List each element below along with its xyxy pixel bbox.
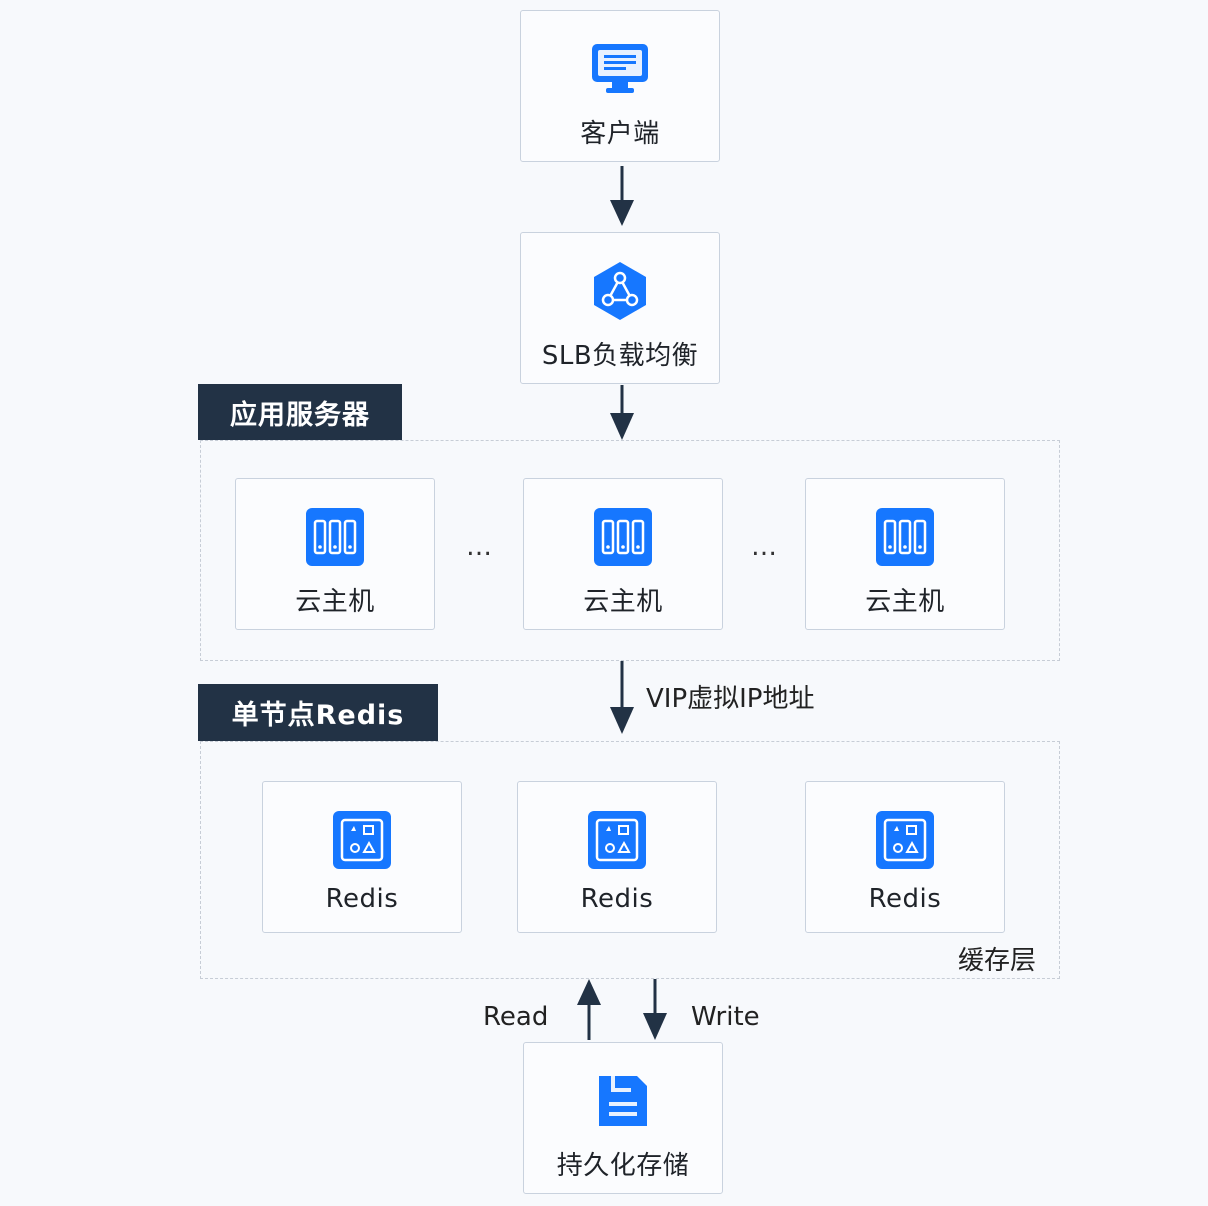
cloud-host-label: 云主机: [865, 587, 945, 617]
redis-group: [200, 741, 1060, 979]
client-box: 客户端: [520, 10, 720, 162]
redis-label: Redis: [868, 884, 942, 914]
client-label: 客户端: [580, 119, 660, 149]
ellipsis-1: …: [466, 532, 495, 562]
storage-box: 持久化存储: [523, 1042, 723, 1194]
redis-icon: [873, 808, 937, 872]
storage-label: 持久化存储: [556, 1151, 690, 1181]
write-label: Write: [691, 1002, 760, 1032]
redis-label: Redis: [580, 884, 654, 914]
server-icon: [303, 505, 367, 569]
read-label: Read: [483, 1002, 549, 1032]
arrowhead-app-to-redis: [610, 707, 634, 734]
server-icon: [591, 505, 655, 569]
arrowhead-client-to-slb: [610, 200, 634, 226]
cloud-host-label: 云主机: [295, 587, 375, 617]
redis-icon: [585, 808, 649, 872]
arrowhead-write: [643, 1013, 667, 1040]
vip-label: VIP虚拟IP地址: [646, 684, 815, 714]
storage-icon: [591, 1069, 655, 1133]
arrowhead-read: [577, 979, 601, 1005]
redis-box-3: Redis: [805, 781, 1005, 933]
redis-icon: [330, 808, 394, 872]
redis-box-1: Redis: [262, 781, 462, 933]
cloud-host-box-2: 云主机: [523, 478, 723, 630]
arrowhead-slb-to-app: [610, 413, 634, 440]
slb-box: SLB负载均衡: [520, 232, 720, 384]
redis-group-tag: 单节点Redis: [198, 684, 438, 741]
cloud-host-label: 云主机: [583, 587, 663, 617]
monitor-icon: [588, 37, 652, 101]
cloud-host-box-1: 云主机: [235, 478, 435, 630]
server-icon: [873, 505, 937, 569]
app-server-group: [200, 440, 1060, 661]
cluster-icon: [588, 259, 652, 323]
redis-label: Redis: [325, 884, 399, 914]
ellipsis-2: …: [751, 532, 780, 562]
app-server-tag: 应用服务器: [198, 384, 402, 440]
redis-box-2: Redis: [517, 781, 717, 933]
cloud-host-box-3: 云主机: [805, 478, 1005, 630]
slb-label: SLB负载均衡: [541, 341, 699, 371]
cache-layer-label: 缓存层: [958, 946, 1037, 976]
